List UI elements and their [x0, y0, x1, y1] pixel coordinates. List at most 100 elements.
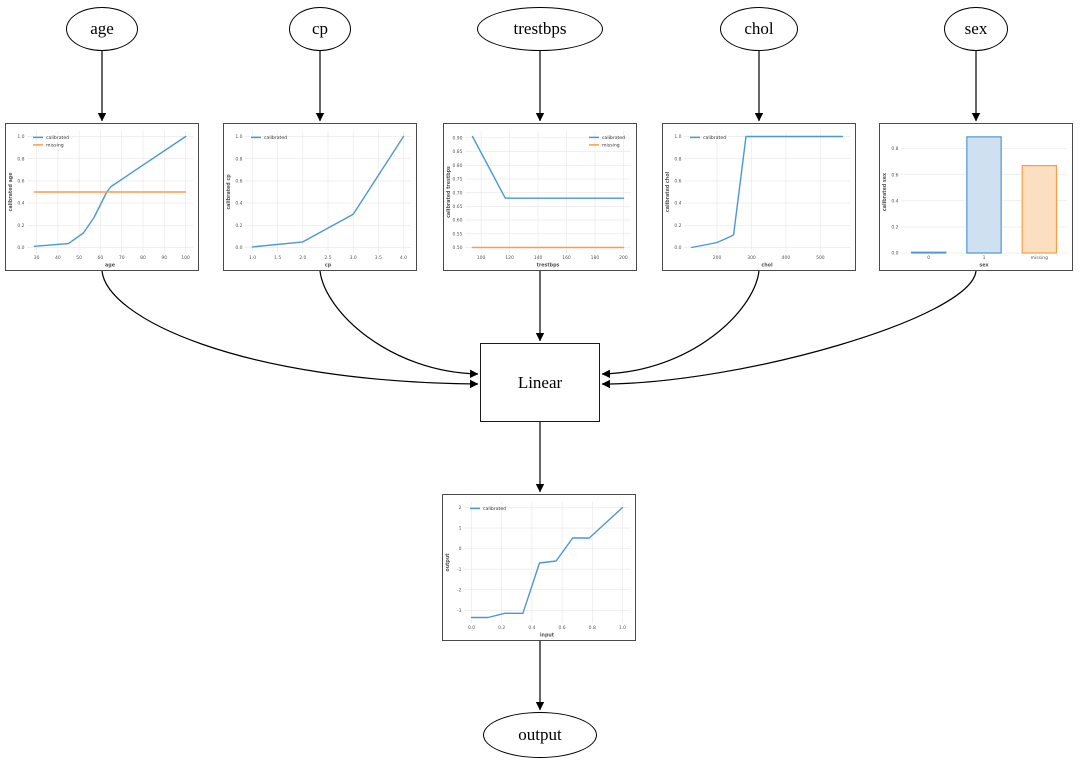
svg-text:0.6: 0.6: [674, 179, 681, 185]
svg-text:200: 200: [619, 255, 628, 261]
svg-text:4.0: 4.0: [400, 255, 407, 261]
svg-text:0.0: 0.0: [891, 251, 898, 257]
svg-text:-1: -1: [457, 567, 462, 573]
svg-text:calibrated: calibrated: [602, 135, 625, 141]
svg-text:input: input: [540, 633, 555, 639]
edge-chol-calibrator-to-linear: [601, 270, 760, 379]
linear-box-label: Linear: [517, 372, 563, 392]
linear-box: Linear: [480, 343, 600, 422]
svg-text:-2: -2: [457, 587, 462, 593]
svg-text:0.2: 0.2: [498, 625, 505, 631]
svg-text:0.4: 0.4: [528, 625, 535, 631]
svg-text:missing: missing: [46, 143, 64, 149]
svg-text:80: 80: [140, 255, 146, 261]
svg-text:2: 2: [459, 505, 462, 511]
svg-text:0.80: 0.80: [452, 163, 462, 169]
svg-text:30: 30: [34, 255, 40, 261]
svg-text:0.4: 0.4: [891, 198, 898, 204]
node-output-label: output: [518, 725, 562, 744]
svg-text:0.8: 0.8: [674, 156, 681, 162]
svg-text:calibrated cp: calibrated cp: [226, 174, 232, 210]
node-age: age: [66, 7, 138, 51]
svg-text:0.60: 0.60: [452, 218, 462, 224]
svg-text:2.0: 2.0: [299, 255, 306, 261]
svg-text:90: 90: [161, 255, 167, 261]
svg-text:40: 40: [55, 255, 61, 261]
svg-text:1.0: 1.0: [249, 255, 256, 261]
svg-text:500: 500: [816, 255, 825, 261]
node-cp-label: cp: [311, 19, 329, 38]
svg-text:300: 300: [747, 255, 756, 261]
svg-text:50: 50: [76, 255, 82, 261]
svg-text:calibrated age: calibrated age: [8, 172, 14, 212]
svg-text:0.6: 0.6: [17, 179, 24, 185]
node-output: output: [483, 712, 597, 758]
svg-text:0.4: 0.4: [17, 201, 24, 207]
svg-text:1.5: 1.5: [274, 255, 281, 261]
svg-text:60: 60: [98, 255, 104, 261]
edge-age-calibrator-to-linear: [101, 270, 479, 389]
svg-text:0: 0: [927, 255, 930, 261]
svg-text:1.0: 1.0: [674, 134, 681, 140]
node-trestbps: trestbps: [477, 7, 603, 51]
node-sex-label: sex: [964, 19, 988, 38]
svg-text:trestbps: trestbps: [537, 263, 560, 269]
svg-text:output: output: [445, 553, 451, 572]
svg-text:0.0: 0.0: [235, 245, 242, 251]
svg-text:160: 160: [562, 255, 571, 261]
svg-text:0: 0: [459, 546, 462, 552]
svg-text:0.70: 0.70: [452, 190, 462, 196]
svg-text:3.0: 3.0: [350, 255, 357, 261]
svg-text:0.8: 0.8: [17, 156, 24, 162]
edge-sex-calibrator-to-linear: [601, 270, 977, 389]
svg-text:100: 100: [181, 255, 190, 261]
svg-text:0.85: 0.85: [452, 149, 462, 155]
svg-text:0.4: 0.4: [235, 201, 242, 207]
svg-text:age: age: [105, 264, 116, 269]
svg-text:100: 100: [477, 255, 486, 261]
svg-text:sex: sex: [979, 264, 989, 269]
edge-cp-calibrator-to-linear: [319, 270, 479, 379]
svg-text:0.0: 0.0: [468, 625, 475, 631]
svg-text:cp: cp: [325, 264, 332, 269]
svg-text:180: 180: [591, 255, 600, 261]
svg-text:1: 1: [459, 526, 462, 532]
node-trestbps-label: trestbps: [513, 19, 567, 38]
svg-text:chol: chol: [761, 263, 773, 269]
node-cp: cp: [289, 7, 351, 51]
svg-text:calibrated: calibrated: [703, 135, 726, 141]
node-age-label: age: [90, 19, 114, 38]
svg-text:0.8: 0.8: [589, 625, 596, 631]
svg-text:calibrated: calibrated: [264, 135, 287, 141]
node-chol: chol: [720, 7, 798, 51]
svg-text:0.2: 0.2: [17, 223, 24, 229]
svg-text:1.0: 1.0: [619, 625, 626, 631]
svg-text:missing: missing: [1031, 255, 1048, 261]
svg-text:3.5: 3.5: [375, 255, 382, 261]
svg-text:0.0: 0.0: [674, 245, 681, 251]
svg-text:1.0: 1.0: [17, 134, 24, 140]
svg-text:1: 1: [983, 255, 986, 261]
svg-text:0.2: 0.2: [891, 225, 898, 231]
svg-text:140: 140: [534, 255, 543, 261]
svg-text:200: 200: [713, 255, 722, 261]
svg-text:0.65: 0.65: [452, 204, 462, 210]
svg-text:missing: missing: [602, 143, 620, 149]
svg-text:0.0: 0.0: [17, 245, 24, 251]
svg-text:0.6: 0.6: [891, 172, 898, 178]
svg-text:-3: -3: [457, 608, 462, 614]
node-chol-label: chol: [744, 19, 774, 38]
svg-text:calibrated chol: calibrated chol: [665, 172, 671, 213]
